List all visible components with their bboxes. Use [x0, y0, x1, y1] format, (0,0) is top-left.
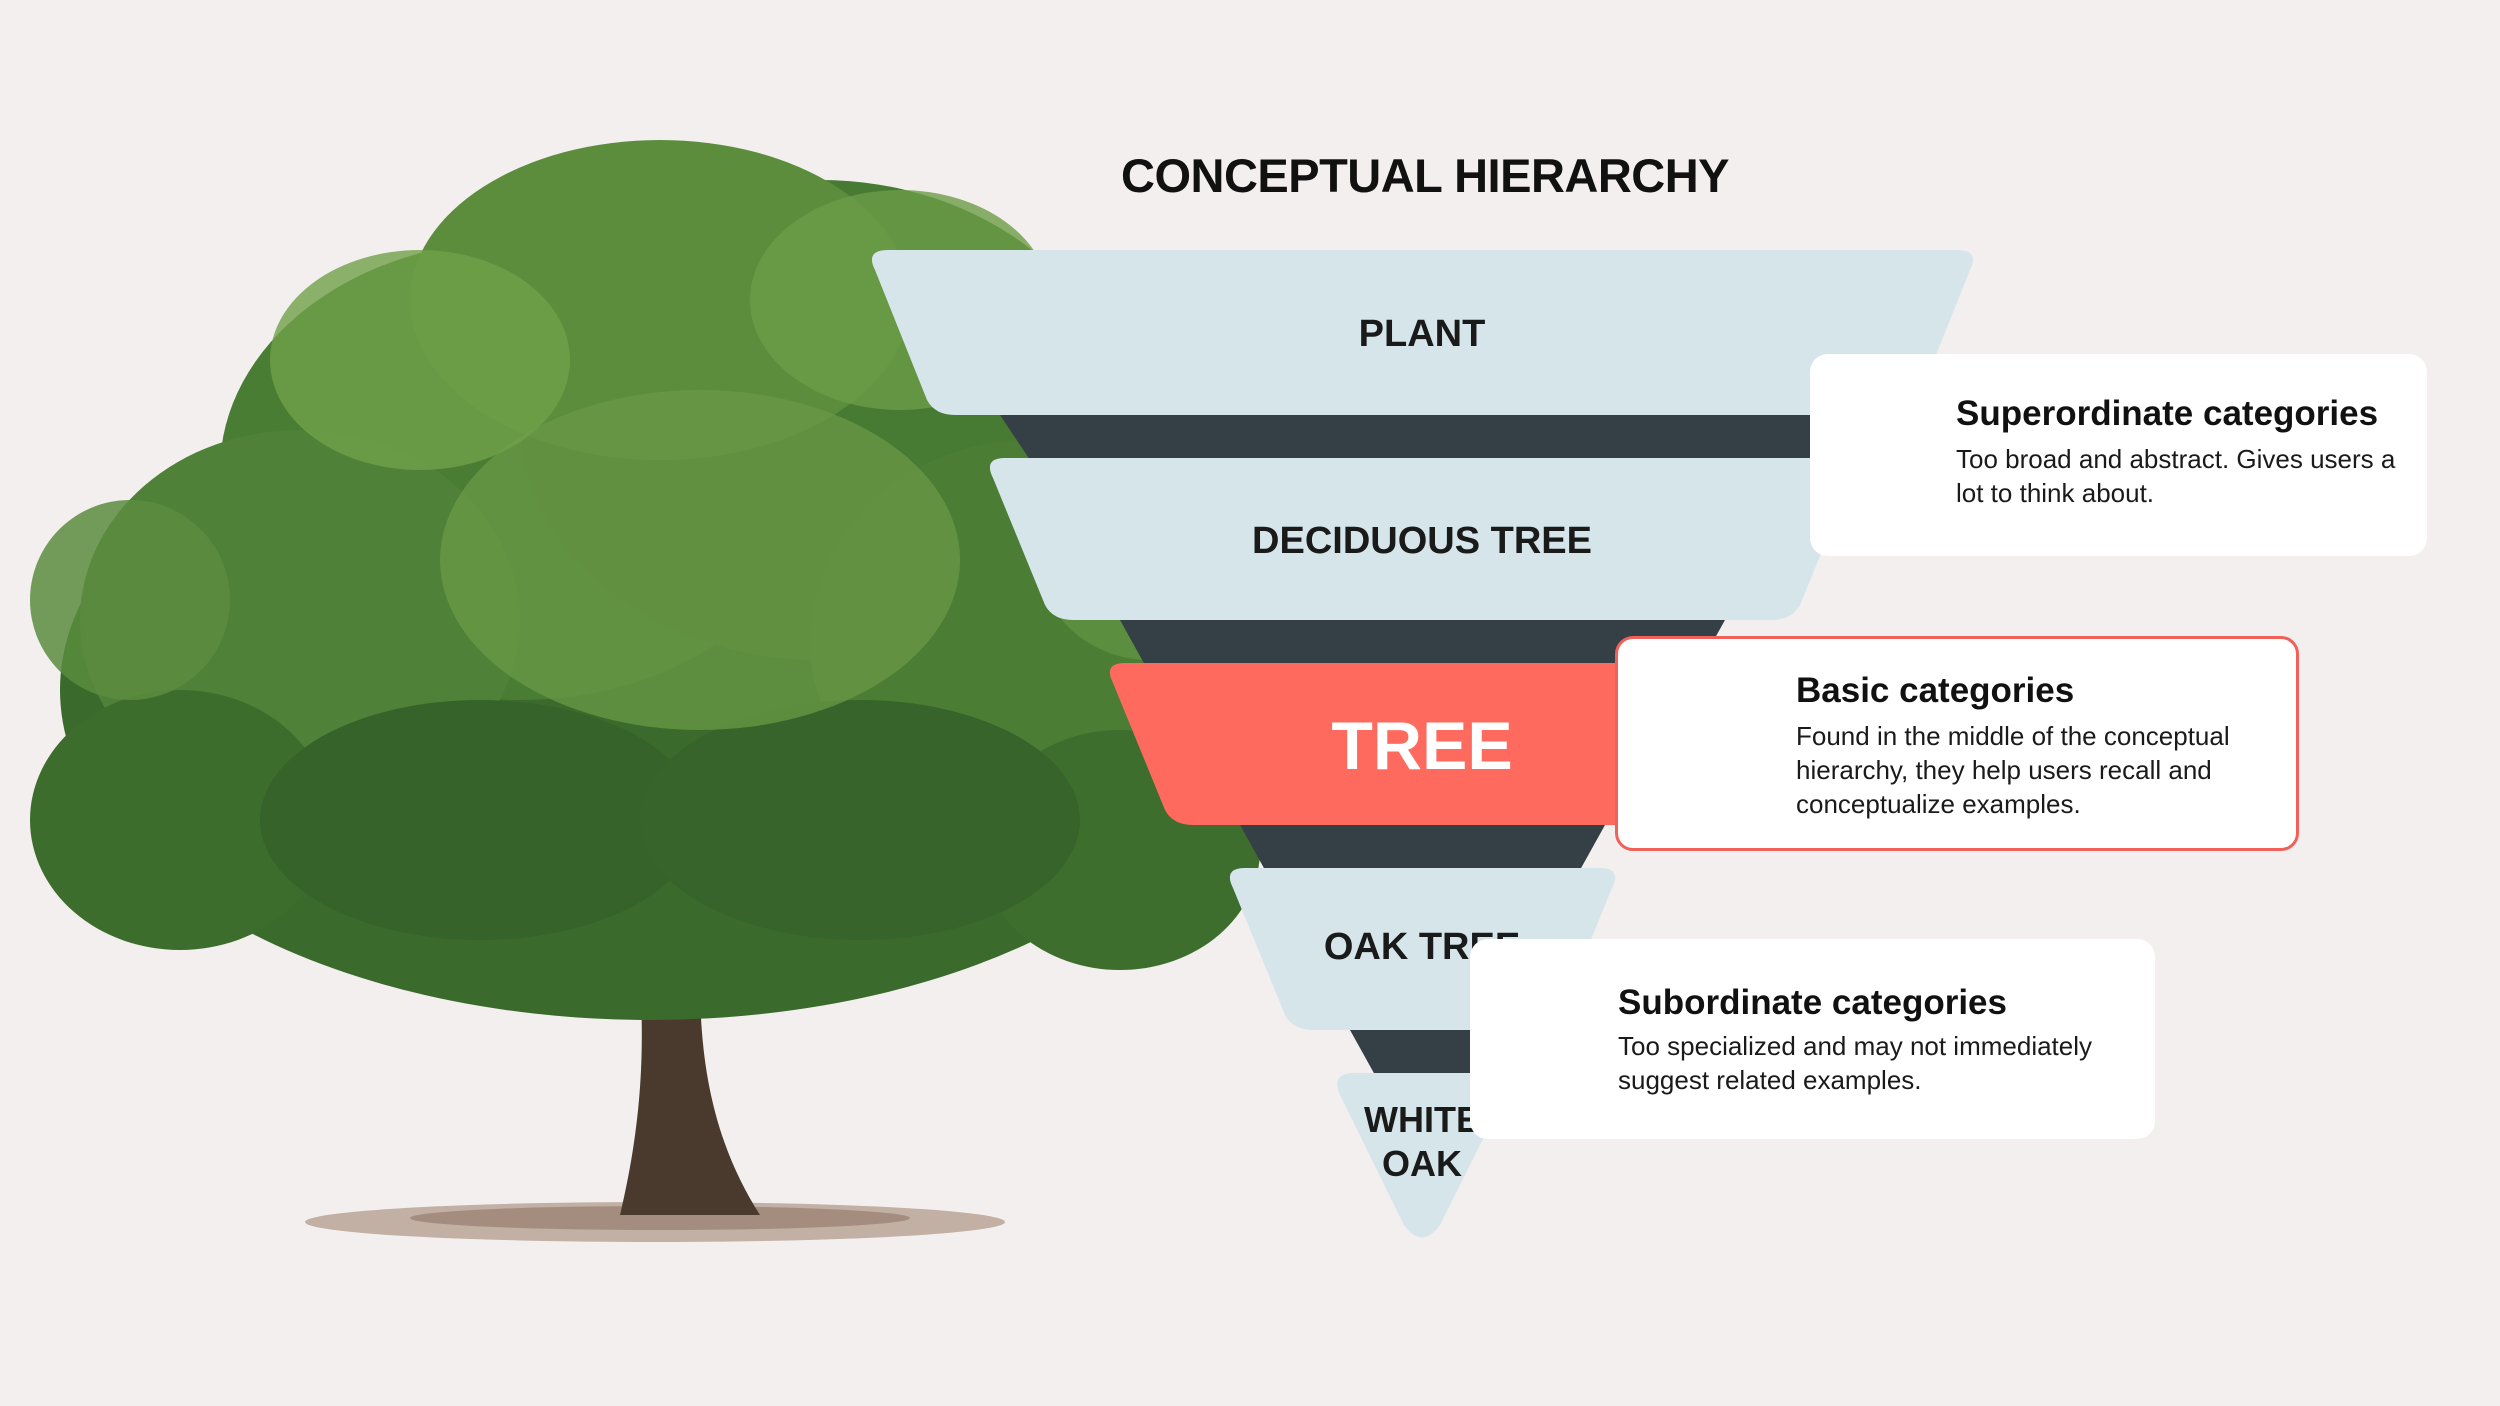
- card-basic-description: Found in the middle of the conceptual hi…: [1796, 721, 2230, 819]
- card-subordinate-description: Too specialized and may not immediately …: [1618, 1031, 2093, 1095]
- funnel-band: [1120, 620, 1725, 665]
- tree-illustration: [30, 140, 1260, 1242]
- funnel-band: [1240, 825, 1605, 870]
- funnel-band: [1350, 1030, 1495, 1075]
- level-label-plant: PLANT: [1358, 313, 1486, 355]
- diagram-title: CONCEPTUAL HIERARCHY: [1121, 149, 1730, 202]
- card-superordinate-title: Superordinate categories: [1956, 394, 2379, 433]
- level-plant-shape[interactable]: [871, 250, 1974, 415]
- level-white-oak-shape[interactable]: [1337, 1073, 1508, 1238]
- funnel-band: [1000, 415, 1845, 460]
- card-subordinate: Subordinate categories Too specialized a…: [1470, 939, 2155, 1139]
- card-basic-title: Basic categories: [1796, 671, 2075, 710]
- level-label-tree: TREE: [1331, 708, 1513, 784]
- level-label-white-oak: WHITE OAK: [1364, 1099, 1480, 1184]
- level-deciduous-tree-shape[interactable]: [989, 458, 1856, 620]
- level-tree-shape[interactable]: [1109, 663, 1736, 825]
- card-basic: Basic categories Found in the middle of …: [1615, 636, 2299, 851]
- card-superordinate-description: Too broad and abstract. Gives users a lo…: [1956, 444, 2396, 508]
- card-subordinate-title: Subordinate categories: [1618, 983, 2007, 1022]
- level-label-deciduous-tree: DECIDUOUS TREE: [1252, 520, 1592, 562]
- card-superordinate: Superordinate categories Too broad and a…: [1810, 354, 2427, 556]
